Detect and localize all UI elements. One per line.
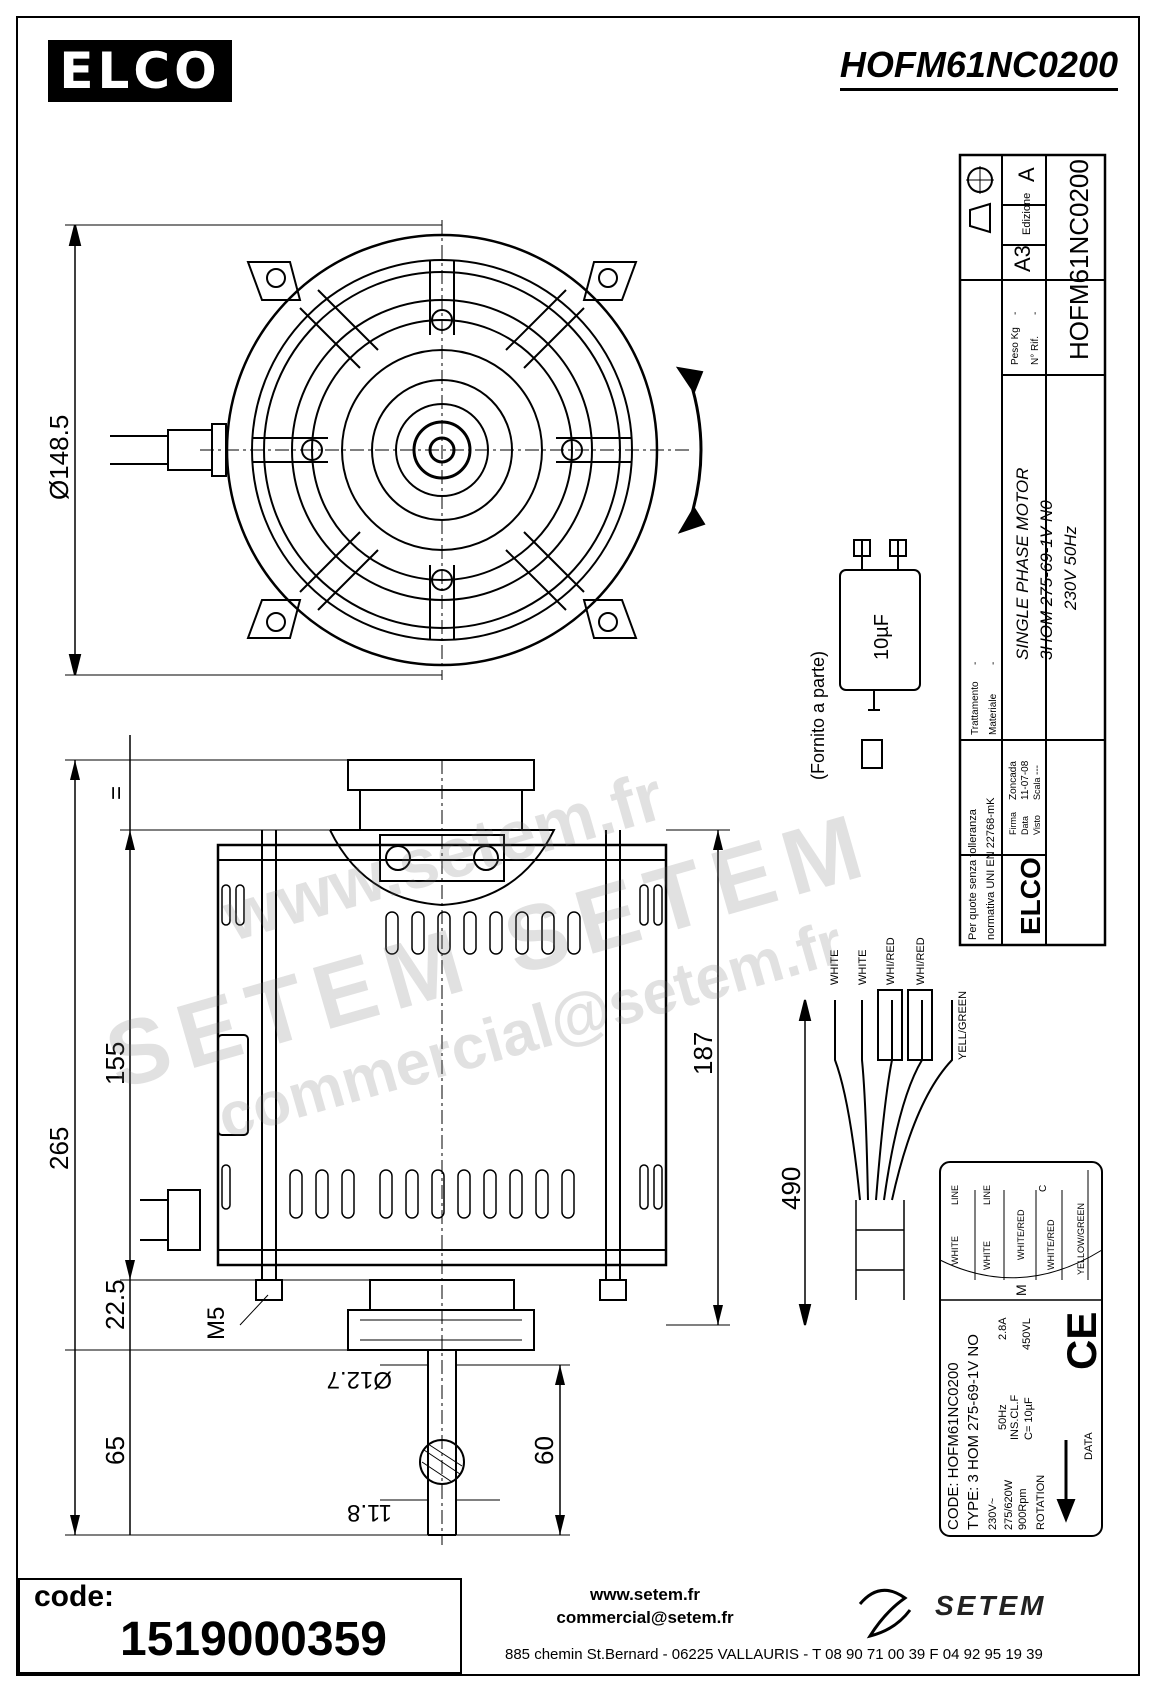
nameplate-diagram-line-2: LINE <box>982 1185 992 1205</box>
title-block-format: A3 <box>1010 245 1035 272</box>
title-block-scale-value: --- <box>1032 765 1043 775</box>
title-block-date-label: Data <box>1020 816 1030 835</box>
nameplate-type: TYPE: 3 HOM 275-69-1V NO <box>965 1334 982 1530</box>
side-view <box>65 735 730 1545</box>
title-block-visto-label: Visto <box>1032 815 1042 835</box>
capacitor-value: 10µF <box>871 614 893 660</box>
elco-logo: ELCO <box>48 40 232 102</box>
dimension-body-with-flange-label: 187 <box>688 1032 718 1075</box>
nameplate-voltage: 230V~ <box>987 1498 999 1530</box>
title-block-logo: ELCO <box>1015 857 1046 935</box>
dimension-shaft-diameter-label: Ø12.7 <box>327 1366 392 1393</box>
nameplate-cap-voltage: 450VL <box>1021 1318 1033 1350</box>
title-block-material-value: - <box>988 662 999 665</box>
cable-drawing <box>798 989 953 1326</box>
title-block-edition-label: Edizione <box>1021 193 1033 235</box>
nameplate-capacitor: C= 10µF <box>1023 1397 1035 1440</box>
title-block-treatment-value: - <box>970 662 981 665</box>
dimension-screw-label: M5 <box>203 1307 230 1340</box>
nameplate-diagram-line-1: LINE <box>950 1185 960 1205</box>
dimension-equal-mark: = <box>103 786 130 800</box>
title-block-signature-label: Firma <box>1008 812 1018 835</box>
title-block-ref-value: - <box>1030 312 1041 315</box>
setem-logo-text: SETEM <box>935 1590 1047 1621</box>
nameplate-diagram-white-1: WHITE <box>950 1236 960 1265</box>
title-block-signature-value: Zoncada <box>1008 761 1019 800</box>
wire-label-white-2: WHITE <box>857 950 869 985</box>
wire-label-whired-1: WHI/RED <box>885 937 897 985</box>
title-block-material-label: Materiale <box>988 693 999 735</box>
title-block-treatment-label: Trattamento <box>970 681 981 735</box>
nameplate-power: 275/620W <box>1003 1479 1015 1530</box>
nameplate-code: CODE: HOFM61NC0200 <box>945 1362 962 1530</box>
nameplate-diagram-white-2: WHITE <box>982 1241 992 1270</box>
nameplate-diagram-c: C <box>1038 1185 1049 1192</box>
title-block-description-1: SINGLE PHASE MOTOR <box>1013 468 1032 660</box>
title-block-model: HOFM61NC0200 <box>1064 159 1094 360</box>
title-block-scale-label: Scala <box>1032 777 1042 800</box>
nameplate-diagram-whitered-2: WHITE/RED <box>1046 1219 1056 1270</box>
nameplate-insulation: INS.CL.F <box>1009 1394 1021 1440</box>
dimension-diameter-label: Ø148.5 <box>44 415 74 500</box>
capacitor-note: (Fornito a parte) <box>808 651 828 780</box>
title-block-weight-value: - <box>1010 312 1021 315</box>
code-box <box>18 1578 462 1674</box>
dimension-shaft-length-label: 65 <box>100 1436 130 1465</box>
nameplate-diagram-yellowgreen: YELLOW/GREEN <box>1076 1203 1086 1275</box>
title-block-date-value: 11-07-08 <box>1020 760 1031 800</box>
dimension-flange-label: 22.5 <box>100 1279 130 1330</box>
website-link[interactable]: www.setem.fr <box>590 1585 700 1604</box>
nameplate-data: DATA <box>1083 1432 1095 1460</box>
email-link[interactable]: commercial@setem.fr <box>556 1608 734 1627</box>
wire-label-yellgreen: YELL/GREEN <box>957 991 969 1060</box>
nameplate-diagram-m: M <box>1013 1284 1029 1296</box>
title-block-description-3: 230V 50Hz <box>1061 525 1080 611</box>
code-label: code: <box>34 1580 115 1613</box>
wire-label-whired-2: WHI/RED <box>915 937 927 985</box>
page-frame <box>16 16 1140 1676</box>
nameplate-rpm: 900Rpm <box>1017 1488 1029 1530</box>
title-block-edition-value: A <box>1014 167 1039 182</box>
dimension-total-length-label: 265 <box>44 1127 74 1170</box>
dimension-body-length-label: 155 <box>100 1042 130 1085</box>
nameplate-rotation: ROTATION <box>1035 1475 1047 1530</box>
nameplate-current: 2.8A <box>997 1317 1009 1340</box>
code-value: 1519000359 <box>120 1613 387 1666</box>
title-block-weight-label: Peso Kg <box>1010 327 1021 365</box>
title-block-frame <box>958 153 1107 947</box>
dimension-shaft-flat-length-label: 60 <box>529 1436 559 1465</box>
capacitor-drawing <box>839 539 921 769</box>
company-address: 885 chemin St.Bernard - 06225 VALLAURIS … <box>505 1646 1043 1663</box>
model-number-heading: HOFM61NC0200 <box>839 44 1118 91</box>
nameplate-diagram-whitered-1: WHITE/RED <box>1016 1209 1026 1260</box>
title-block-tolerance-2: normativa UNI EN 22768-mK <box>985 797 997 940</box>
nameplate-ce-mark: CE <box>1058 1312 1105 1370</box>
wire-label-white-1: WHITE <box>829 950 841 985</box>
nameplate-frame <box>939 1161 1103 1537</box>
dimension-cable-length-label: 490 <box>776 1167 806 1210</box>
title-block-tolerance-1: Per quote senza tolleranza <box>967 808 979 940</box>
title-block-ref-label: N° Rif. <box>1030 336 1041 365</box>
title-block-description-2: 3HOM 275-69-1V N0 <box>1037 500 1056 660</box>
nameplate-frequency: 50Hz <box>997 1404 1009 1430</box>
dimension-shaft-flat-label: 11.8 <box>347 1499 392 1526</box>
front-view <box>65 220 706 680</box>
